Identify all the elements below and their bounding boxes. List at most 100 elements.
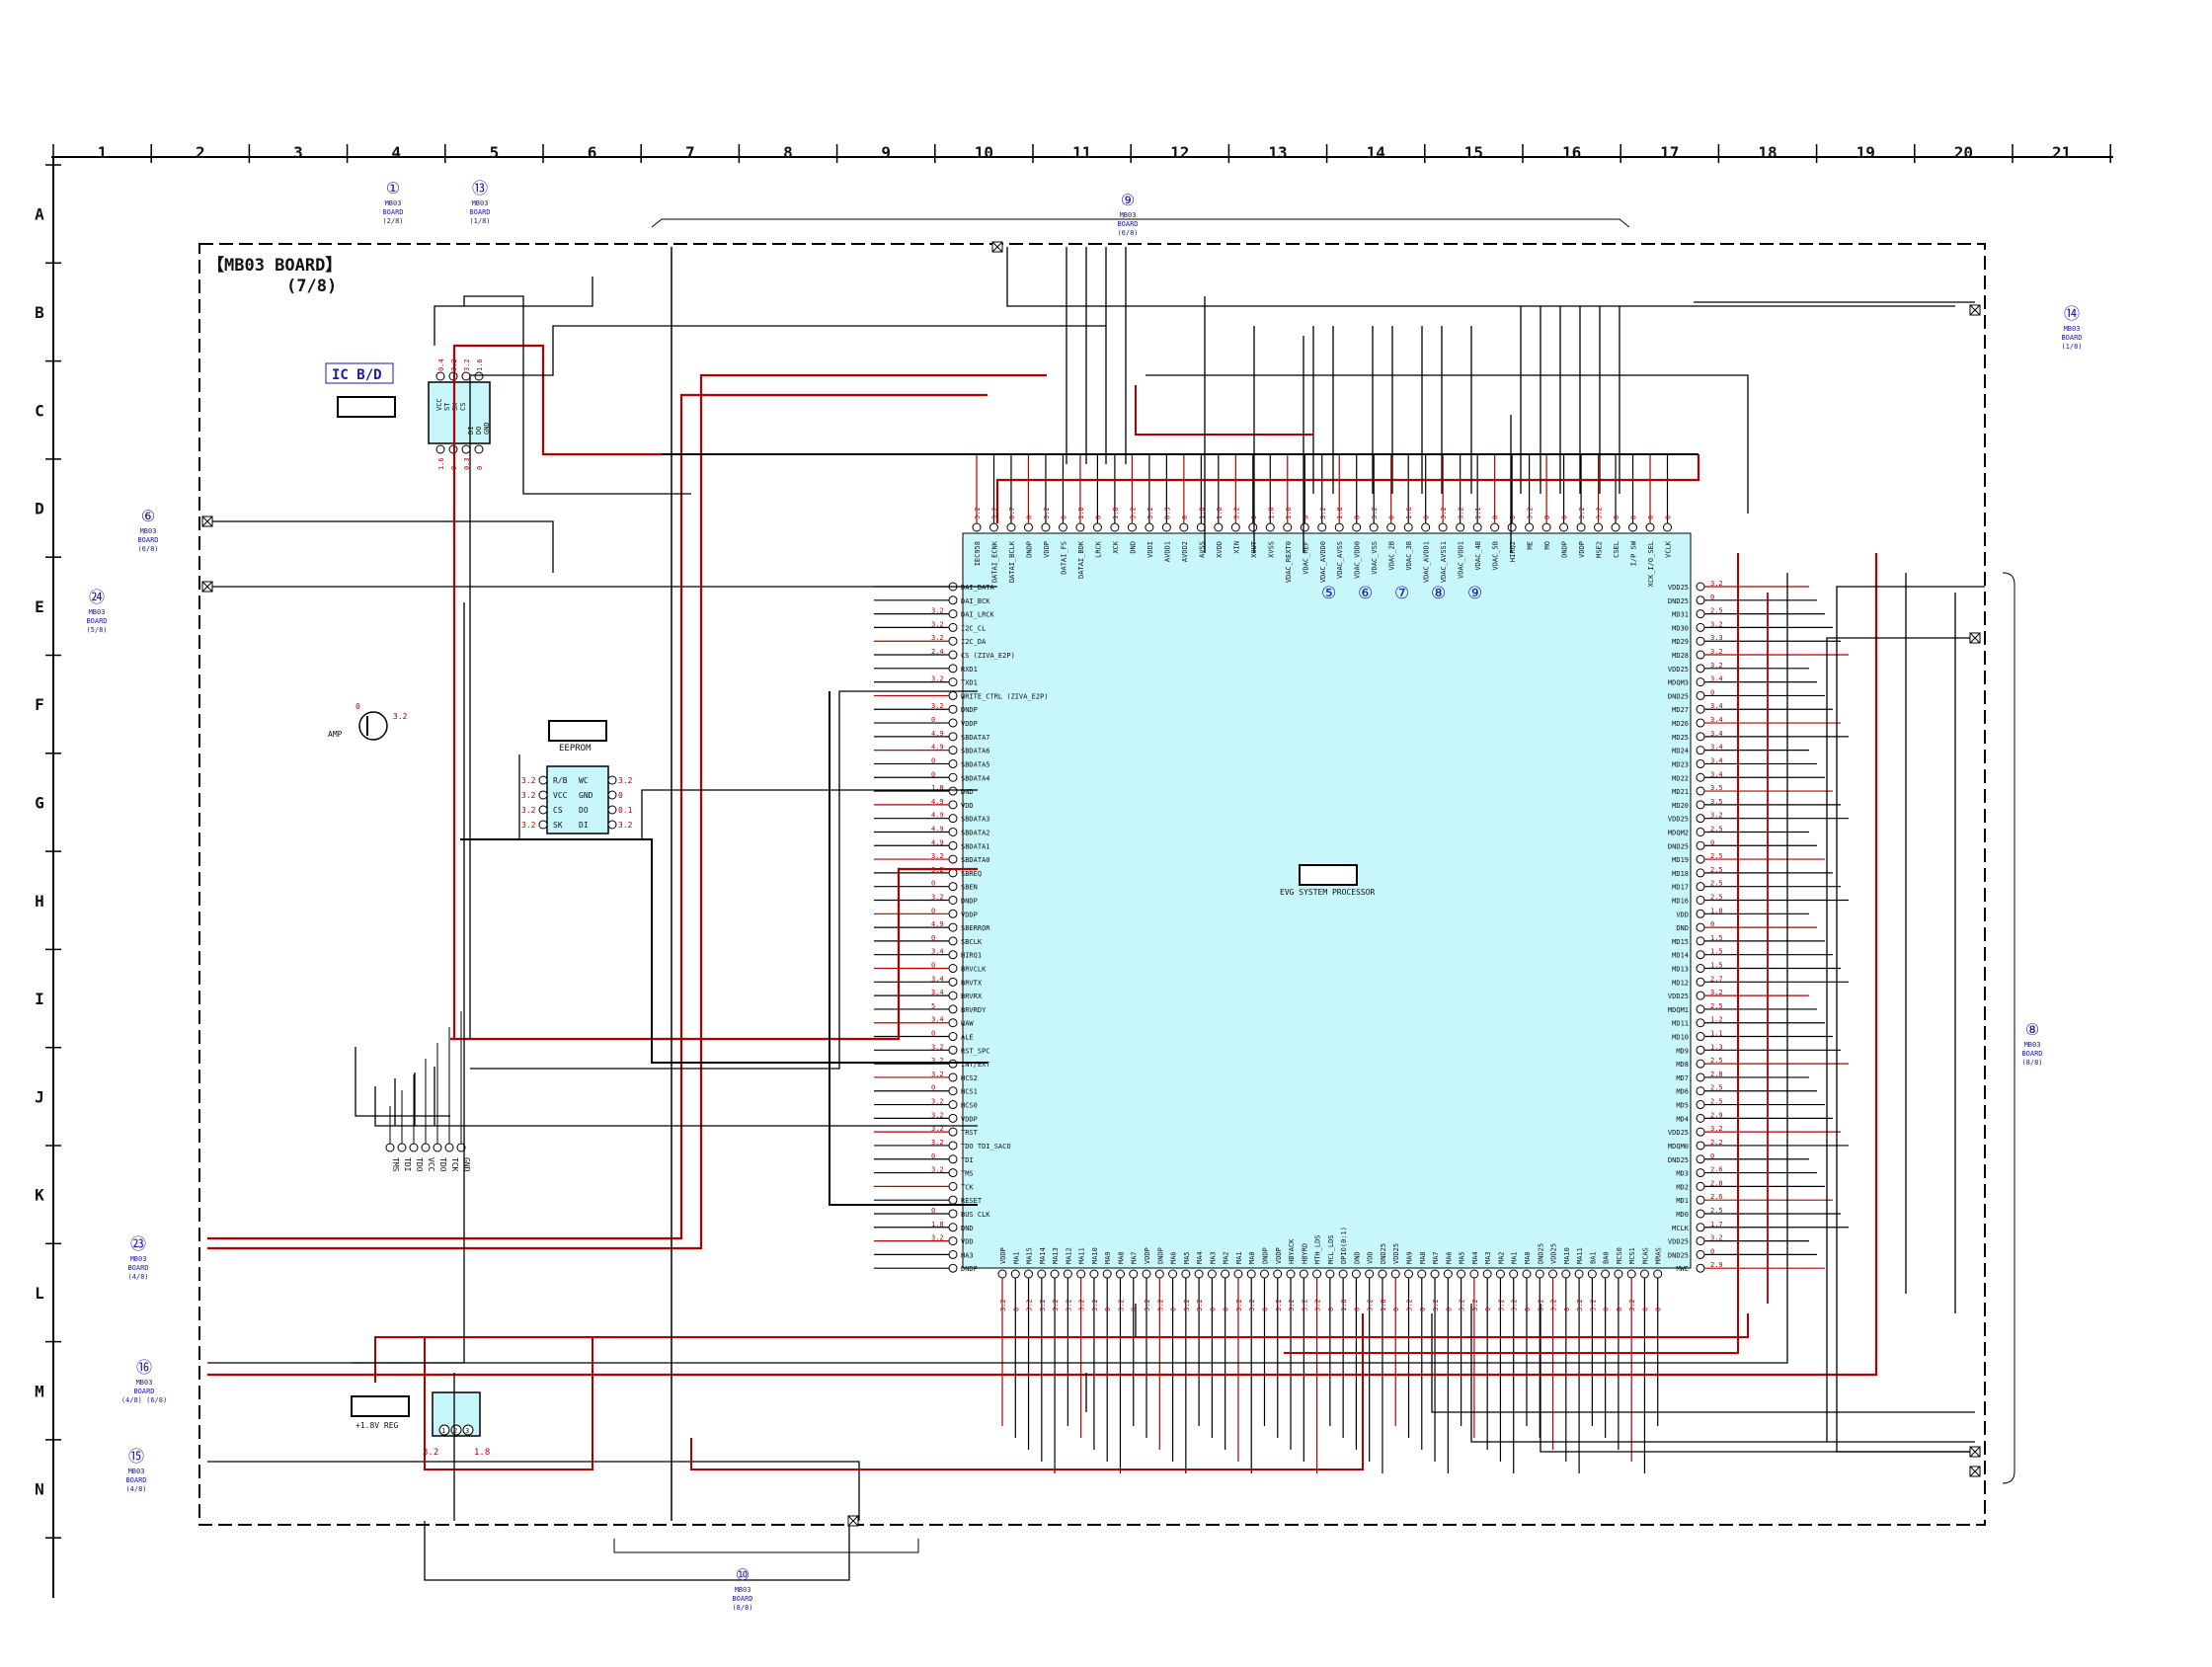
test-pad-label-7: GND xyxy=(462,1157,471,1172)
top-pin-value-31: 0 xyxy=(1492,516,1500,519)
bottom-pin-label-7: MA11 xyxy=(1078,1247,1086,1264)
column-label-8: 8 xyxy=(783,143,793,162)
right-pin-label-6: MD28 xyxy=(1672,652,1689,660)
bottom-pin-39 xyxy=(1495,1269,1505,1279)
left-pin-label-27: SBCLK xyxy=(961,938,983,946)
bottom-pin-value-15: 3.2 xyxy=(1183,1299,1191,1311)
bottom-pin-value-45: 3.2 xyxy=(1576,1299,1584,1311)
bottom-pin-label-37: MA4 xyxy=(1471,1251,1479,1264)
right-pin-44 xyxy=(1696,1168,1705,1178)
eeprom-left-value-2: 3.2 xyxy=(521,791,536,800)
right-pin-value-19: 2.5 xyxy=(1710,825,1723,833)
left-pin-39 xyxy=(948,1100,958,1110)
right-pin-41 xyxy=(1696,1127,1705,1137)
right-pin-label-18: VDD25 xyxy=(1668,816,1689,824)
row-label-L: L xyxy=(35,1284,44,1303)
column-label-11: 11 xyxy=(1072,143,1091,162)
left-pin-value-30: 3.4 xyxy=(931,975,944,983)
top-pin-value-30: 1.1 xyxy=(1474,507,1482,519)
bottom-pin-value-30: 1.8 xyxy=(1380,1299,1387,1311)
right-pin-40 xyxy=(1696,1113,1705,1123)
bottom-pin-43 xyxy=(1548,1269,1558,1279)
top-pin-value-37: 3.2 xyxy=(1596,507,1604,519)
reg-pin-3: 3 xyxy=(465,1427,469,1435)
test-pad-2 xyxy=(397,1143,407,1152)
left-pin-label-11: VDDP xyxy=(961,720,978,728)
bottom-pin-45 xyxy=(1574,1269,1584,1279)
connector-4-sub: BOARD xyxy=(2061,334,2082,342)
connector-4-name: MB03 xyxy=(2064,325,2081,333)
bottom-pin-value-49: 3.2 xyxy=(1628,1299,1636,1311)
right-pin-value-41: 3.2 xyxy=(1710,1125,1723,1133)
right-pin-label-21: MD19 xyxy=(1672,856,1689,864)
connector-3-number: ⑨ xyxy=(1121,191,1135,209)
top-pin-value-4: 0 xyxy=(1025,516,1033,519)
top-pin-value-36: 3.2 xyxy=(1578,507,1586,519)
bottom-pin-value-43: 3.2 xyxy=(1550,1299,1558,1311)
left-pin-label-24: DNDP xyxy=(961,897,978,905)
right-pin-3 xyxy=(1696,609,1705,619)
right-pin-13 xyxy=(1696,746,1705,755)
connector-9-page: (4/8) (6/8) xyxy=(121,1396,167,1404)
right-pin-value-31: 3.2 xyxy=(1710,989,1723,996)
top-pin-label-10: DND xyxy=(1129,541,1137,554)
right-pin-26 xyxy=(1696,922,1705,932)
left-pin-value-25: 0 xyxy=(931,907,935,914)
icbd-pin-name-4: CS xyxy=(459,403,467,411)
left-pin-label-50: HA3 xyxy=(961,1251,974,1259)
icbd-pin-name-5: DI xyxy=(467,427,475,435)
right-pin-42 xyxy=(1696,1141,1705,1151)
column-label-4: 4 xyxy=(391,143,401,162)
top-pin-label-32: HIRQ2 xyxy=(1509,541,1517,562)
connector-3-page: (6/8) xyxy=(1117,229,1138,237)
left-pin-label-3: DAI_LRCK xyxy=(961,611,995,619)
right-pin-value-8: 3.4 xyxy=(1710,675,1723,683)
right-pin-value-27: 1.5 xyxy=(1710,934,1723,942)
right-pin-12 xyxy=(1696,732,1705,742)
bottom-pin-38 xyxy=(1482,1269,1492,1279)
connector-7-number: ⑧ xyxy=(2025,1020,2039,1039)
left-pin-label-17: VDD xyxy=(961,802,974,810)
right-pin-25 xyxy=(1696,909,1705,918)
icbd-bottom-value-4: 0 xyxy=(476,466,484,470)
connector-9-sub: BOARD xyxy=(133,1388,154,1395)
left-pin-label-9: WRITE_CTRL (ZIVA_E2P) xyxy=(961,692,1049,700)
top-pin-label-25: VDAC_2B xyxy=(1388,541,1396,571)
bottom-pin-value-44: 0 xyxy=(1563,1308,1571,1311)
left-pin-label-7: RXD1 xyxy=(961,666,978,674)
right-pin-label-12: MD25 xyxy=(1672,734,1689,742)
left-pin-label-19: SBDATA2 xyxy=(961,829,990,836)
column-label-13: 13 xyxy=(1268,143,1287,162)
right-pin-label-13: MD24 xyxy=(1672,748,1689,755)
bottom-pin-label-42: DND25 xyxy=(1537,1243,1544,1264)
right-pin-34 xyxy=(1696,1032,1705,1042)
bottom-pin-label-41: MA0 xyxy=(1524,1251,1532,1264)
bottom-pin-value-14: 0 xyxy=(1170,1308,1178,1311)
top-pin-21 xyxy=(1317,522,1327,532)
right-pin-value-32: 2.5 xyxy=(1710,1002,1723,1010)
row-label-G: G xyxy=(35,793,44,812)
right-pin-label-51: MWE xyxy=(1676,1265,1689,1273)
row-label-I: I xyxy=(35,990,44,1008)
right-pin-value-49: 3.2 xyxy=(1710,1234,1723,1242)
left-pin-value-8: 3.2 xyxy=(931,675,944,683)
right-pin-6 xyxy=(1696,650,1705,660)
top-pin-40 xyxy=(1645,522,1655,532)
top-pin-value-10: 3.2 xyxy=(1129,507,1137,519)
right-pin-18 xyxy=(1696,814,1705,824)
connector-3-name: MB03 xyxy=(1120,211,1137,219)
right-pin-5 xyxy=(1696,636,1705,646)
bottom-pin-24 xyxy=(1299,1269,1308,1279)
bottom-pin-label-3: MA15 xyxy=(1026,1247,1034,1264)
left-pin-42 xyxy=(948,1141,958,1151)
column-label-14: 14 xyxy=(1367,143,1385,162)
bottom-pin-value-36: 3.2 xyxy=(1459,1299,1466,1311)
bottom-pin-6 xyxy=(1063,1269,1072,1279)
top-pin-value-6: 0 xyxy=(1060,516,1067,519)
left-pin-7 xyxy=(948,664,958,674)
amp-transistor: AMP 0 3.2 xyxy=(328,702,408,741)
right-pin-value-10: 3.4 xyxy=(1710,702,1723,710)
left-pin-label-26: SBERROR xyxy=(961,924,990,932)
